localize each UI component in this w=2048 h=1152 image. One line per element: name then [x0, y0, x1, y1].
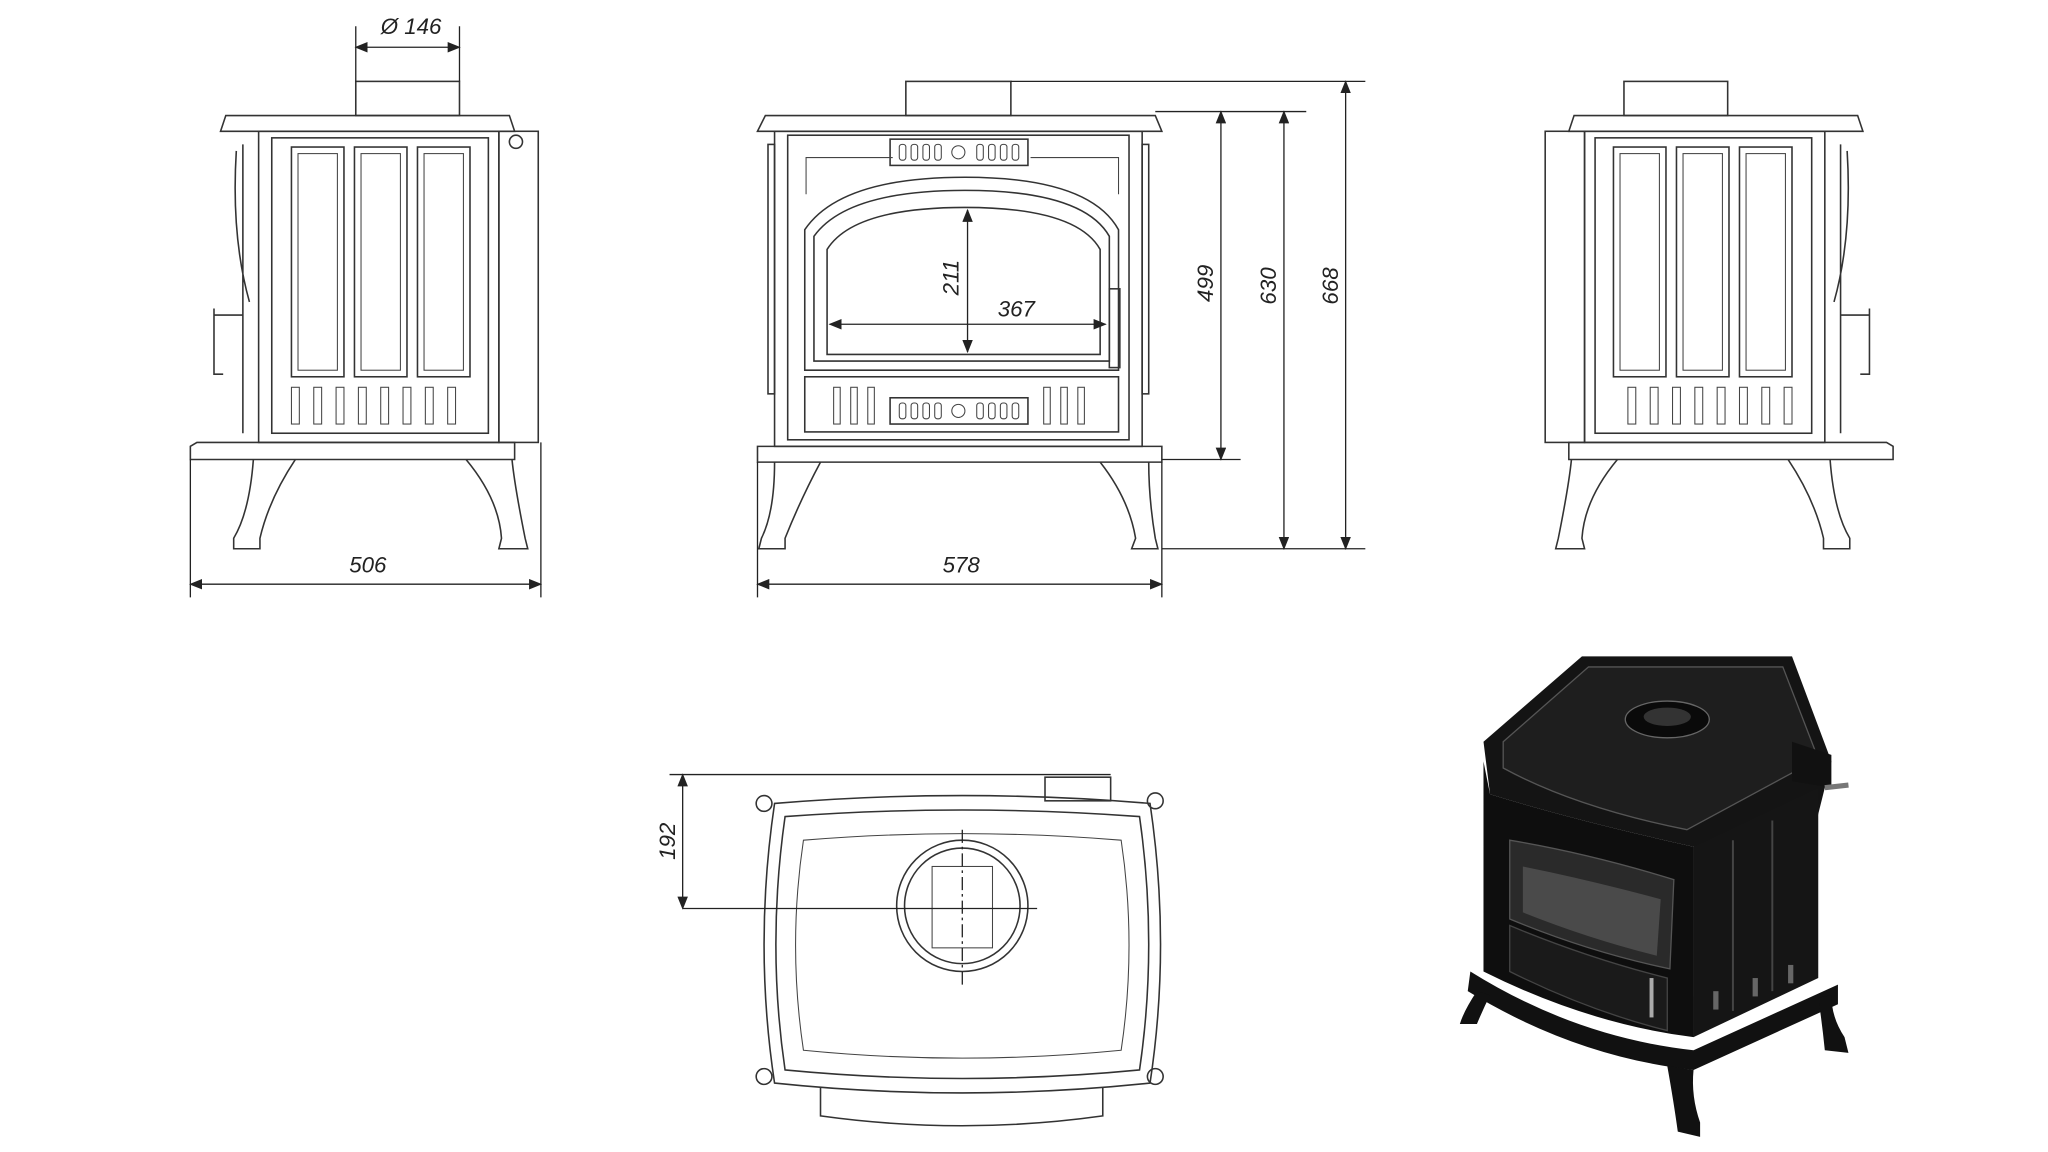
dim-window: 211 367	[828, 208, 1107, 354]
height-668-label: 668	[1318, 267, 1343, 305]
flue-offset-label: 192	[655, 822, 680, 860]
dim-side-depth: 506	[189, 442, 543, 598]
height-630-label: 630	[1256, 267, 1281, 305]
window-height-label: 211	[938, 260, 963, 297]
side-view-right	[1544, 80, 1894, 550]
front-view	[756, 80, 1164, 550]
dim-heights: 499 630 668	[1010, 80, 1366, 551]
side-view-left	[189, 80, 540, 550]
window-width-label: 367	[998, 296, 1037, 321]
height-499-label: 499	[1193, 265, 1218, 302]
dim-flue-offset: 192	[655, 773, 1111, 910]
dim-front-width: 578	[756, 462, 1164, 598]
stove-3d-render	[1459, 656, 1849, 1137]
front-width-label: 578	[943, 552, 981, 577]
top-view	[682, 776, 1164, 1127]
flue-diameter-label: Ø 146	[380, 14, 442, 39]
dim-flue-diameter: Ø 146	[354, 14, 461, 82]
side-depth-label: 506	[349, 552, 387, 577]
